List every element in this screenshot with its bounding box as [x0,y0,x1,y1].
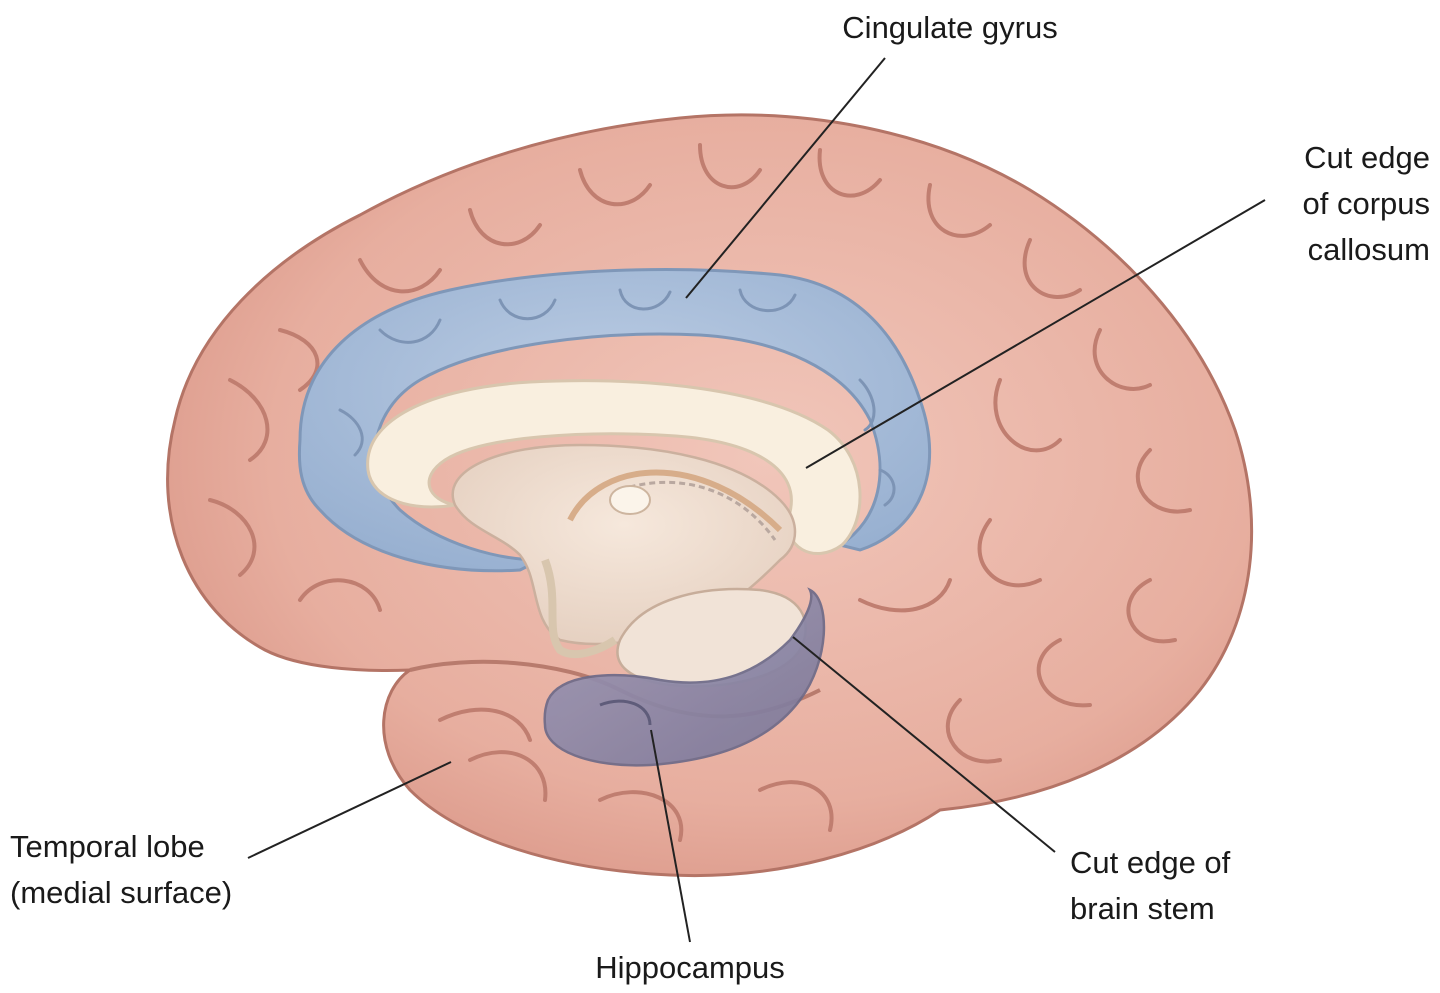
label-brain-stem: Cut edge of brain stem [1070,840,1290,932]
label-line: Temporal lobe [10,829,205,864]
label-line: Cingulate gyrus [842,10,1058,45]
hippocampus-structure [543,587,826,767]
label-line: callosum [1307,232,1430,267]
cingulate-folds [338,288,896,507]
fornix [567,469,783,533]
leader-hippocampus [650,729,691,943]
leader-corpus-callosum [805,199,1266,469]
midbrain [541,558,618,659]
label-temporal-lobe: Temporal lobe (medial surface) [10,824,290,916]
leader-cingulate [685,57,886,299]
label-line: Cut edge of [1070,845,1231,880]
leader-lines [247,57,1266,943]
label-line: brain stem [1070,891,1215,926]
label-cingulate-gyrus: Cingulate gyrus [820,5,1080,51]
cortical-gyri [208,143,1192,842]
label-corpus-callosum: Cut edge of corpus callosum [1240,135,1430,273]
label-line: Hippocampus [595,950,785,985]
label-line: Cut edge [1304,140,1430,175]
leader-brain-stem [792,636,1056,853]
label-line: (medial surface) [10,875,233,910]
leader-temporal-lobe [247,761,452,859]
label-line: of corpus [1302,186,1430,221]
label-hippocampus: Hippocampus [570,945,810,991]
interthalamic-adhesion [609,485,651,515]
